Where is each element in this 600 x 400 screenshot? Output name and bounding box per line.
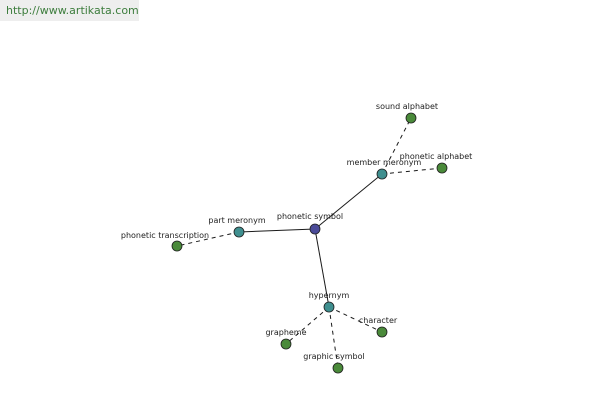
- node-character[interactable]: [376, 326, 388, 338]
- node-member-meronym[interactable]: [376, 168, 388, 180]
- node-phonetic-alphabet[interactable]: [436, 162, 448, 174]
- label-character[interactable]: character: [359, 316, 398, 325]
- label-grapheme[interactable]: grapheme: [265, 328, 306, 337]
- node-sound-alphabet[interactable]: [405, 112, 417, 124]
- edge-part-meronym-to-phonetic-transcription: [176, 231, 240, 247]
- label-phonetic-symbol[interactable]: phonetic symbol: [277, 212, 343, 221]
- edge-hypernym-to-grapheme: [285, 306, 330, 345]
- label-graphic-symbol[interactable]: graphic symbol: [303, 352, 364, 361]
- label-phonetic-alphabet[interactable]: phonetic alphabet: [400, 152, 473, 161]
- node-hypernym[interactable]: [323, 301, 335, 313]
- label-sound-alphabet[interactable]: sound alphabet: [376, 102, 438, 111]
- nodes-layer: [171, 112, 448, 374]
- node-phonetic-symbol[interactable]: [309, 223, 321, 235]
- watermark-box: http://www.artikata.com: [0, 0, 139, 21]
- edges-layer: [176, 117, 443, 369]
- edge-phonetic-symbol-to-member-meronym: [314, 173, 383, 230]
- label-member-meronym[interactable]: member meronym: [347, 158, 422, 167]
- watermark-url[interactable]: http://www.artikata.com: [6, 4, 139, 17]
- node-phonetic-transcription[interactable]: [171, 240, 183, 252]
- node-graphic-symbol[interactable]: [332, 362, 344, 374]
- label-part-meronym[interactable]: part meronym: [208, 216, 265, 225]
- edge-phonetic-symbol-to-hypernym: [314, 228, 330, 308]
- edge-member-meronym-to-phonetic-alphabet: [381, 167, 443, 175]
- edge-hypernym-to-graphic-symbol: [328, 306, 339, 369]
- labels-layer: phonetic symbol member meronym part merony…: [121, 102, 472, 361]
- edge-hypernym-to-character: [328, 306, 383, 333]
- node-grapheme[interactable]: [280, 338, 292, 350]
- label-hypernym[interactable]: hypernym: [309, 291, 350, 300]
- node-part-meronym[interactable]: [233, 226, 245, 238]
- edge-phonetic-symbol-to-part-meronym: [238, 228, 316, 233]
- edge-member-meronym-to-sound-alphabet: [381, 117, 412, 175]
- label-phonetic-transcription[interactable]: phonetic transcription: [121, 231, 209, 240]
